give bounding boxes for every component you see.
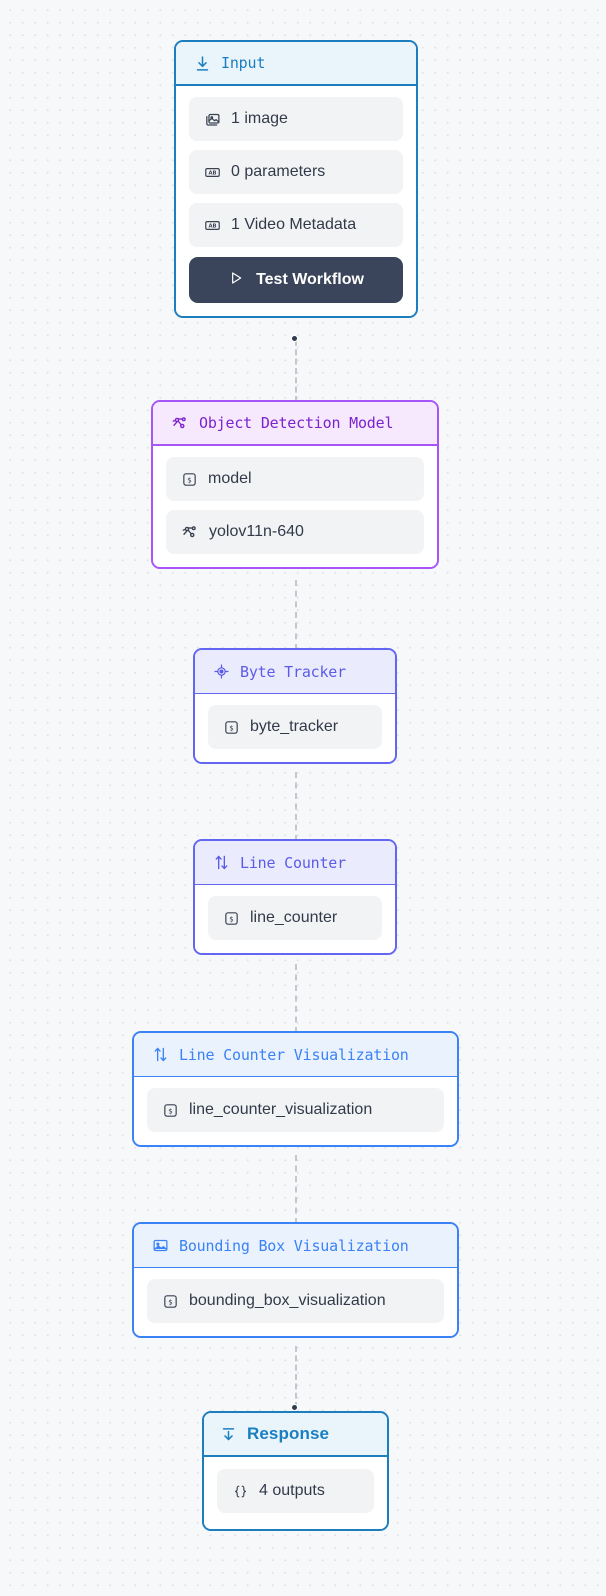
chip-label: line_counter_visualization bbox=[189, 1101, 373, 1118]
test-workflow-label: Test Workflow bbox=[256, 271, 364, 288]
node-input[interactable]: Input 1 image AB bbox=[174, 40, 418, 318]
test-workflow-button[interactable]: Test Workflow bbox=[189, 257, 403, 303]
curly-braces-icon bbox=[232, 1483, 249, 1500]
chip-byte-tracker[interactable]: $ byte_tracker bbox=[208, 705, 382, 749]
download-icon bbox=[194, 55, 211, 72]
chip-outputs[interactable]: 4 outputs bbox=[217, 1469, 374, 1513]
node-input-title: Input bbox=[221, 54, 266, 72]
input-port-response[interactable] bbox=[291, 1404, 298, 1411]
chip-label: 1 Video Metadata bbox=[231, 216, 357, 233]
svg-text:$: $ bbox=[229, 914, 234, 923]
svg-text:AB: AB bbox=[208, 170, 216, 176]
upload-bar-down-icon bbox=[220, 1426, 237, 1443]
svg-text:AB: AB bbox=[208, 223, 216, 229]
node-response-title: Response bbox=[247, 1424, 330, 1443]
node-line-counter-visualization-title: Line Counter Visualization bbox=[179, 1045, 409, 1064]
string-value-icon: $ bbox=[162, 1102, 179, 1119]
text-box-ab-icon: AB bbox=[204, 164, 221, 181]
edge-input-to-object-detection bbox=[295, 340, 297, 402]
image-icon bbox=[152, 1237, 169, 1254]
node-bounding-box-visualization-body: $ bounding_box_visualization bbox=[134, 1268, 457, 1336]
chip-label: byte_tracker bbox=[250, 718, 339, 735]
edge-byte-tracker-to-line-counter bbox=[295, 772, 297, 841]
node-response[interactable]: Response 4 outputs bbox=[202, 1411, 389, 1531]
chip-model[interactable]: $ model bbox=[166, 457, 424, 501]
node-response-header[interactable]: Response bbox=[204, 1413, 387, 1457]
play-icon bbox=[228, 270, 244, 291]
node-input-body: 1 image AB 0 parameters AB bbox=[176, 86, 416, 316]
arrows-up-down-icon bbox=[213, 854, 230, 871]
node-response-body: 4 outputs bbox=[204, 1457, 387, 1529]
svg-text:$: $ bbox=[229, 723, 234, 732]
node-byte-tracker-body: $ byte_tracker bbox=[195, 694, 395, 762]
edge-bounding-box-to-response bbox=[295, 1346, 297, 1408]
svg-text:$: $ bbox=[187, 475, 192, 484]
chip-line-counter[interactable]: $ line_counter bbox=[208, 896, 382, 940]
string-value-icon: $ bbox=[223, 910, 240, 927]
node-line-counter[interactable]: Line Counter $ line_counter bbox=[193, 839, 397, 955]
node-input-header[interactable]: Input bbox=[176, 42, 416, 86]
node-byte-tracker-header[interactable]: Byte Tracker bbox=[195, 650, 395, 694]
svg-text:$: $ bbox=[168, 1297, 173, 1306]
image-stack-icon bbox=[204, 111, 221, 128]
node-line-counter-header[interactable]: Line Counter bbox=[195, 841, 395, 885]
node-line-counter-visualization[interactable]: Line Counter Visualization $ line_counte… bbox=[132, 1031, 459, 1147]
chip-bounding-box-visualization[interactable]: $ bounding_box_visualization bbox=[147, 1279, 444, 1323]
chip-input-image[interactable]: 1 image bbox=[189, 97, 403, 141]
chip-label: bounding_box_visualization bbox=[189, 1292, 386, 1309]
edge-line-counter-visualization-to-bounding-box bbox=[295, 1155, 297, 1224]
chip-line-counter-visualization[interactable]: $ line_counter_visualization bbox=[147, 1088, 444, 1132]
node-graph-icon bbox=[171, 414, 189, 432]
node-object-detection-model[interactable]: Object Detection Model $ model bbox=[151, 400, 439, 569]
node-bounding-box-visualization-title: Bounding Box Visualization bbox=[179, 1236, 409, 1255]
edge-line-counter-to-line-counter-visualization bbox=[295, 964, 297, 1033]
chip-label: line_counter bbox=[250, 909, 338, 926]
chip-label: 4 outputs bbox=[259, 1482, 325, 1499]
node-graph-icon bbox=[181, 523, 199, 541]
chip-label: model bbox=[208, 470, 252, 487]
crosshair-icon bbox=[213, 663, 230, 680]
node-object-detection-model-body: $ model yolov11n-640 bbox=[153, 446, 437, 567]
node-object-detection-model-header[interactable]: Object Detection Model bbox=[153, 402, 437, 446]
node-line-counter-body: $ line_counter bbox=[195, 885, 395, 953]
chip-input-video-metadata[interactable]: AB 1 Video Metadata bbox=[189, 203, 403, 247]
node-object-detection-model-title: Object Detection Model bbox=[199, 414, 394, 432]
chip-input-parameters[interactable]: AB 0 parameters bbox=[189, 150, 403, 194]
output-port-input[interactable] bbox=[291, 335, 298, 342]
node-byte-tracker[interactable]: Byte Tracker $ byte_tracker bbox=[193, 648, 397, 764]
edge-object-detection-to-byte-tracker bbox=[295, 580, 297, 650]
chip-label: 0 parameters bbox=[231, 163, 326, 180]
node-line-counter-title: Line Counter bbox=[240, 853, 346, 872]
node-line-counter-visualization-header[interactable]: Line Counter Visualization bbox=[134, 1033, 457, 1077]
chip-model-name[interactable]: yolov11n-640 bbox=[166, 510, 424, 554]
arrows-up-down-icon bbox=[152, 1046, 169, 1063]
node-line-counter-visualization-body: $ line_counter_visualization bbox=[134, 1077, 457, 1145]
svg-text:$: $ bbox=[168, 1106, 173, 1115]
node-bounding-box-visualization-header[interactable]: Bounding Box Visualization bbox=[134, 1224, 457, 1268]
node-byte-tracker-title: Byte Tracker bbox=[240, 662, 346, 681]
string-value-icon: $ bbox=[223, 719, 240, 736]
text-box-ab-icon: AB bbox=[204, 217, 221, 234]
node-bounding-box-visualization[interactable]: Bounding Box Visualization $ bounding_bo… bbox=[132, 1222, 459, 1338]
string-value-icon: $ bbox=[181, 471, 198, 488]
string-value-icon: $ bbox=[162, 1293, 179, 1310]
chip-label: yolov11n-640 bbox=[209, 523, 304, 540]
chip-label: 1 image bbox=[231, 110, 288, 127]
